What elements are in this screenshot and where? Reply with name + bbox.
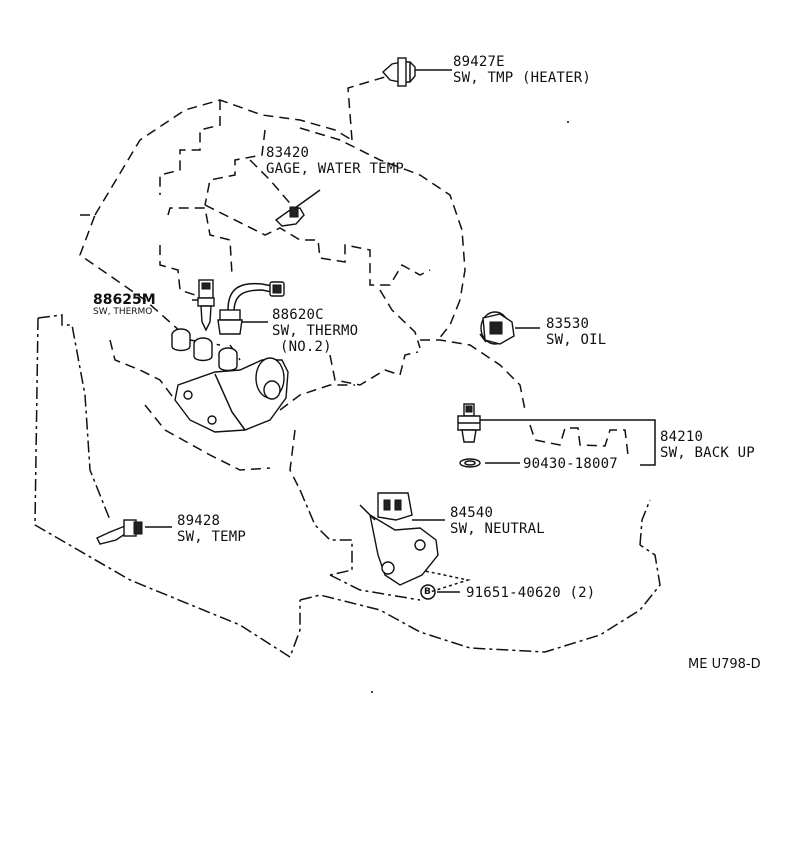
temp-switch-89428-icon (96, 519, 143, 545)
part-number-83530: 83530 (546, 316, 590, 332)
part-number-91651: 91651-40620 (2) (466, 585, 596, 601)
diagram-reference: ME U798-D (688, 657, 761, 672)
gauge-83420-icon (274, 206, 305, 227)
leader-lines (145, 69, 540, 593)
transmission-outline (34, 314, 661, 659)
engine-detail (109, 339, 271, 471)
gasket-90430-icon (459, 458, 481, 468)
part-name-89427e: SW, TMP (HEATER) (453, 70, 592, 86)
thermo-switch-88625m-icon (197, 279, 215, 332)
dot-mark (567, 121, 569, 123)
part-name-84210: SW, BACK UP (660, 445, 755, 461)
part-name-84540: SW, NEUTRAL (450, 521, 545, 537)
bolt-badge-letter: B (424, 587, 431, 597)
backup-switch-bracket (478, 419, 656, 466)
neutral-switch-84540-icon (359, 492, 439, 586)
sensor-89427e-icon (382, 57, 416, 87)
part-number-90430: 90430-18007 (523, 456, 618, 472)
part-number-89428: 89428 (177, 513, 221, 529)
part-name-89428: SW, TEMP (177, 529, 247, 545)
part-sub-88620c: (NO.2) (280, 339, 332, 355)
dot-mark (371, 691, 373, 693)
thermostat-housing (171, 328, 289, 433)
oil-switch-83530-icon (479, 311, 515, 345)
part-number-89427e: 89427E (453, 54, 505, 70)
part-number-84210: 84210 (660, 429, 704, 445)
part-number-83420: 83420 (266, 145, 310, 161)
part-name-83530: SW, OIL (546, 332, 607, 348)
part-number-84540: 84540 (450, 505, 494, 521)
part-name-83420: GAGE, WATER TEMP (266, 161, 405, 177)
thermo-switch-88620c-icon (217, 281, 285, 335)
bolt-badge-icon (420, 584, 436, 600)
neutral-switch-leaders (419, 569, 471, 593)
part-number-88625m: 88625M (93, 292, 156, 308)
part-name-88620c: SW, THERMO (272, 323, 359, 339)
backup-switch-84210-icon (457, 403, 481, 443)
part-name-88625m: SW, THERMO (93, 307, 153, 317)
part-number-88620c: 88620C (272, 307, 324, 323)
